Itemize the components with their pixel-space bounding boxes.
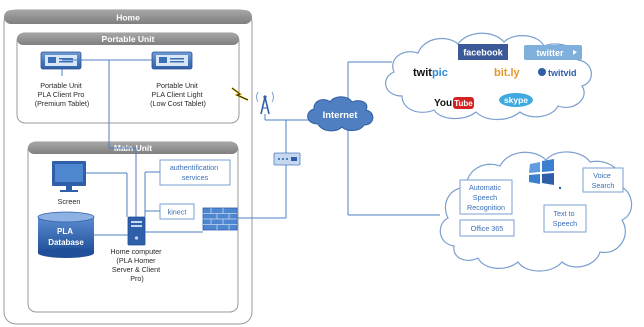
facebook-logo: facebook — [458, 44, 508, 60]
kinect-box: kinect — [159, 203, 195, 220]
internet-label: Internet — [323, 110, 359, 121]
home-title: Home — [116, 13, 140, 23]
connection-lines — [61, 59, 440, 236]
auth-services-label: authentification services — [170, 163, 220, 182]
router-icon — [273, 152, 301, 166]
office-365-box: Office 365 — [459, 219, 515, 237]
internet-cloud: Internet — [307, 96, 374, 132]
youtube-logo: You Tube — [434, 97, 474, 109]
portable-unit-title: Portable Unit — [102, 34, 155, 44]
svg-text:Office 365: Office 365 — [471, 224, 504, 233]
database-label: PLA Database — [48, 227, 84, 247]
screen-icon — [52, 161, 86, 192]
home-computer-icon — [127, 216, 146, 246]
svg-text:facebook: facebook — [463, 48, 504, 58]
bitly-logo: bit.ly — [494, 67, 521, 79]
windows-logo-icon — [529, 159, 562, 190]
svg-text:skype: skype — [504, 95, 528, 105]
twitpic-logo: twitpic — [413, 67, 448, 79]
twitter-logo: twitter — [524, 45, 582, 60]
tablet-light-icon — [151, 51, 193, 70]
asr-box: Automatic Speech Recognition — [459, 179, 513, 215]
auth-services-box: authentification services — [159, 159, 231, 186]
portable-unit-box: Portable Unit — [16, 32, 240, 124]
svg-text:twitpic: twitpic — [413, 67, 448, 79]
database-icon — [37, 211, 95, 258]
svg-text:twitter: twitter — [537, 48, 564, 58]
svg-text:You: You — [434, 98, 452, 109]
wireless-signal-icon — [231, 87, 249, 101]
svg-text:Automatic Speech R: Automatic Speech Recognition — [467, 183, 505, 212]
antenna-icon — [256, 91, 274, 115]
firewall-icon — [202, 207, 238, 231]
text-to-speech-box: Text to Speech — [543, 204, 587, 233]
svg-text:Voice Search: Voice Search — [592, 171, 615, 190]
kinect-label: kinect — [168, 208, 187, 217]
tablet-light-label: Portable Unit PLA Client Light (Low Cost… — [150, 81, 206, 108]
svg-text:twitvid: twitvid — [548, 68, 577, 78]
svg-text:Text to Speech: Text to Speech — [553, 209, 577, 228]
screen-label: Screen — [58, 197, 81, 206]
skype-logo: skype — [499, 93, 533, 107]
svg-text:Tube: Tube — [454, 99, 473, 108]
voice-search-box: Voice Search — [582, 167, 624, 193]
twitvid-logo: twitvid — [538, 68, 577, 78]
home-computer-label: Home computer (PLA Homer Server & Client… — [110, 247, 163, 283]
tablet-pro-label: Portable Unit PLA Client Pro (Premium Ta… — [35, 81, 90, 108]
